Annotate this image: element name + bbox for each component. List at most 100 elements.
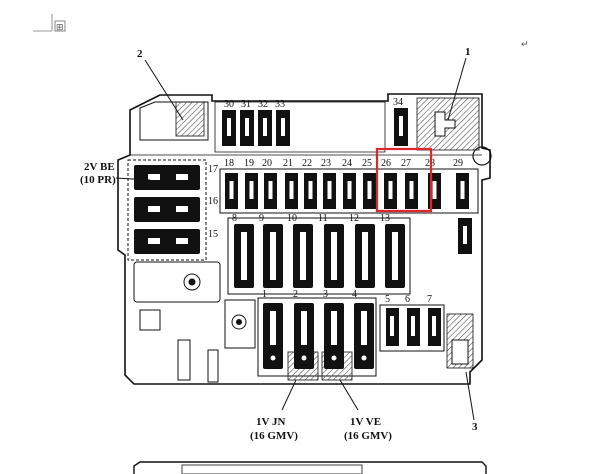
- fuse-row-middle-numbers: 18 19 20 21 22 23 24 25 26 27 28 29: [224, 158, 463, 169]
- relay-pin: [176, 174, 188, 180]
- leader-1: [447, 57, 467, 121]
- housing-left-tab: [139, 101, 209, 141]
- table-move-handle-icon[interactable]: [54, 20, 66, 32]
- leader-left-connector: [115, 177, 151, 181]
- fuse-number: 25: [362, 158, 372, 169]
- fuse-blade: [367, 181, 372, 199]
- hatched-connector-2: [175, 101, 205, 137]
- fuse-number: 5: [385, 294, 390, 305]
- fuse-blade: [432, 181, 437, 199]
- lower-fuses: 5 6 7: [379, 294, 445, 352]
- bracket: [207, 349, 219, 383]
- connector-pin-hole: [361, 355, 367, 361]
- fuse-number: 24: [342, 158, 352, 169]
- bracket: [177, 339, 191, 381]
- fuse-number: 21: [283, 158, 293, 169]
- fuse-blade: [245, 118, 249, 136]
- highlight-fuses-26-27: [375, 147, 433, 213]
- leader-2: [144, 59, 184, 121]
- maxi-fuse-row: 8 9 10 11 12 13: [227, 213, 411, 295]
- fuse-number: 33: [275, 99, 285, 110]
- fuse-blade: [300, 232, 306, 280]
- connector-pin: [270, 311, 276, 345]
- lower-connector-numbers: 1 2 3 4: [262, 289, 357, 300]
- relay-bay: [127, 159, 207, 261]
- connector-ve-line2: (16 GMV): [344, 430, 392, 442]
- fuse-blade: [249, 181, 254, 199]
- connector-ve-line1: 1V VE: [350, 416, 381, 428]
- fuse-number: 27: [401, 158, 411, 169]
- mounting-hole: [183, 273, 201, 291]
- component-housing: [133, 261, 221, 303]
- connector-number: 4: [352, 289, 357, 300]
- fuse-blade: [463, 226, 467, 244]
- lower-connectors: [263, 303, 374, 369]
- relay-15: [134, 229, 200, 254]
- connector-pin: [331, 311, 337, 345]
- fuse-blade: [432, 316, 436, 336]
- fuse-number: 18: [224, 158, 234, 169]
- connector-jn-line1: 1V JN: [256, 416, 285, 428]
- maxi-fuse-bay: [227, 217, 411, 295]
- fuse-number: 22: [302, 158, 312, 169]
- relay-16: [134, 197, 200, 222]
- connector-pin: [361, 311, 367, 345]
- relay-pin: [176, 238, 188, 244]
- relay-number: 16: [208, 196, 218, 207]
- relay-1-symbol: [434, 111, 456, 137]
- fuse-blade: [281, 118, 285, 136]
- fuse-blade: [229, 181, 234, 199]
- mounting-hole-center: [188, 278, 196, 286]
- relay-number: 15: [208, 229, 218, 240]
- fuse-blade: [362, 232, 368, 280]
- fuse-blade: [263, 118, 267, 136]
- fuse-blade: [411, 316, 415, 336]
- next-diagram-part: [181, 464, 363, 474]
- connector-pin-hole: [270, 355, 276, 361]
- fuse-number: 32: [258, 99, 268, 110]
- leader-ve: [339, 379, 359, 411]
- mounting-hole: [231, 314, 247, 330]
- callout-1: 1: [465, 46, 471, 58]
- relay-pin: [148, 206, 160, 212]
- fuse-number: 30: [224, 99, 234, 110]
- connector-number: 3: [323, 289, 328, 300]
- housing-clip: [472, 146, 492, 166]
- leader-jn: [281, 379, 297, 411]
- connector-left-line1: 2V BE: [84, 161, 115, 173]
- fuse-blade: [308, 181, 313, 199]
- connector-number: 2: [293, 289, 298, 300]
- fuse-blade: [289, 181, 294, 199]
- relay-pin: [176, 206, 188, 212]
- relay-pin: [148, 238, 160, 244]
- fuse-blade: [388, 181, 393, 199]
- component-housing: [224, 299, 256, 349]
- fuse-blade: [227, 118, 231, 136]
- connector-3-socket: [451, 339, 469, 365]
- fuse-number: 6: [405, 294, 410, 305]
- fuse-box-housing: [117, 93, 492, 385]
- middle-fuse-bay: [219, 168, 479, 214]
- fuse-blade: [268, 181, 273, 199]
- fuse-blade: [347, 181, 352, 199]
- fuse-number: 34: [393, 97, 403, 108]
- fuse-blade: [390, 316, 394, 336]
- relay-block-left: 17 16 15: [127, 159, 218, 261]
- next-diagram-top-edge: [133, 461, 487, 474]
- fuse-blade: [241, 232, 247, 280]
- fuse-blade: [331, 232, 337, 280]
- housing-outline: [117, 93, 491, 385]
- fuse-blade: [392, 232, 398, 280]
- connector-pin-hole: [301, 355, 307, 361]
- fuse-number: 29: [453, 158, 463, 169]
- maxi-fuses: [234, 224, 405, 288]
- connector-left-line2: (10 PR): [80, 174, 116, 186]
- fuse-number: 23: [321, 158, 331, 169]
- fuse-34-group: 34: [393, 97, 408, 146]
- callout-3: 3: [472, 421, 478, 433]
- connector-number: 1: [262, 289, 267, 300]
- fuse-number: 7: [427, 294, 432, 305]
- lower-fuse-bay: [379, 304, 445, 352]
